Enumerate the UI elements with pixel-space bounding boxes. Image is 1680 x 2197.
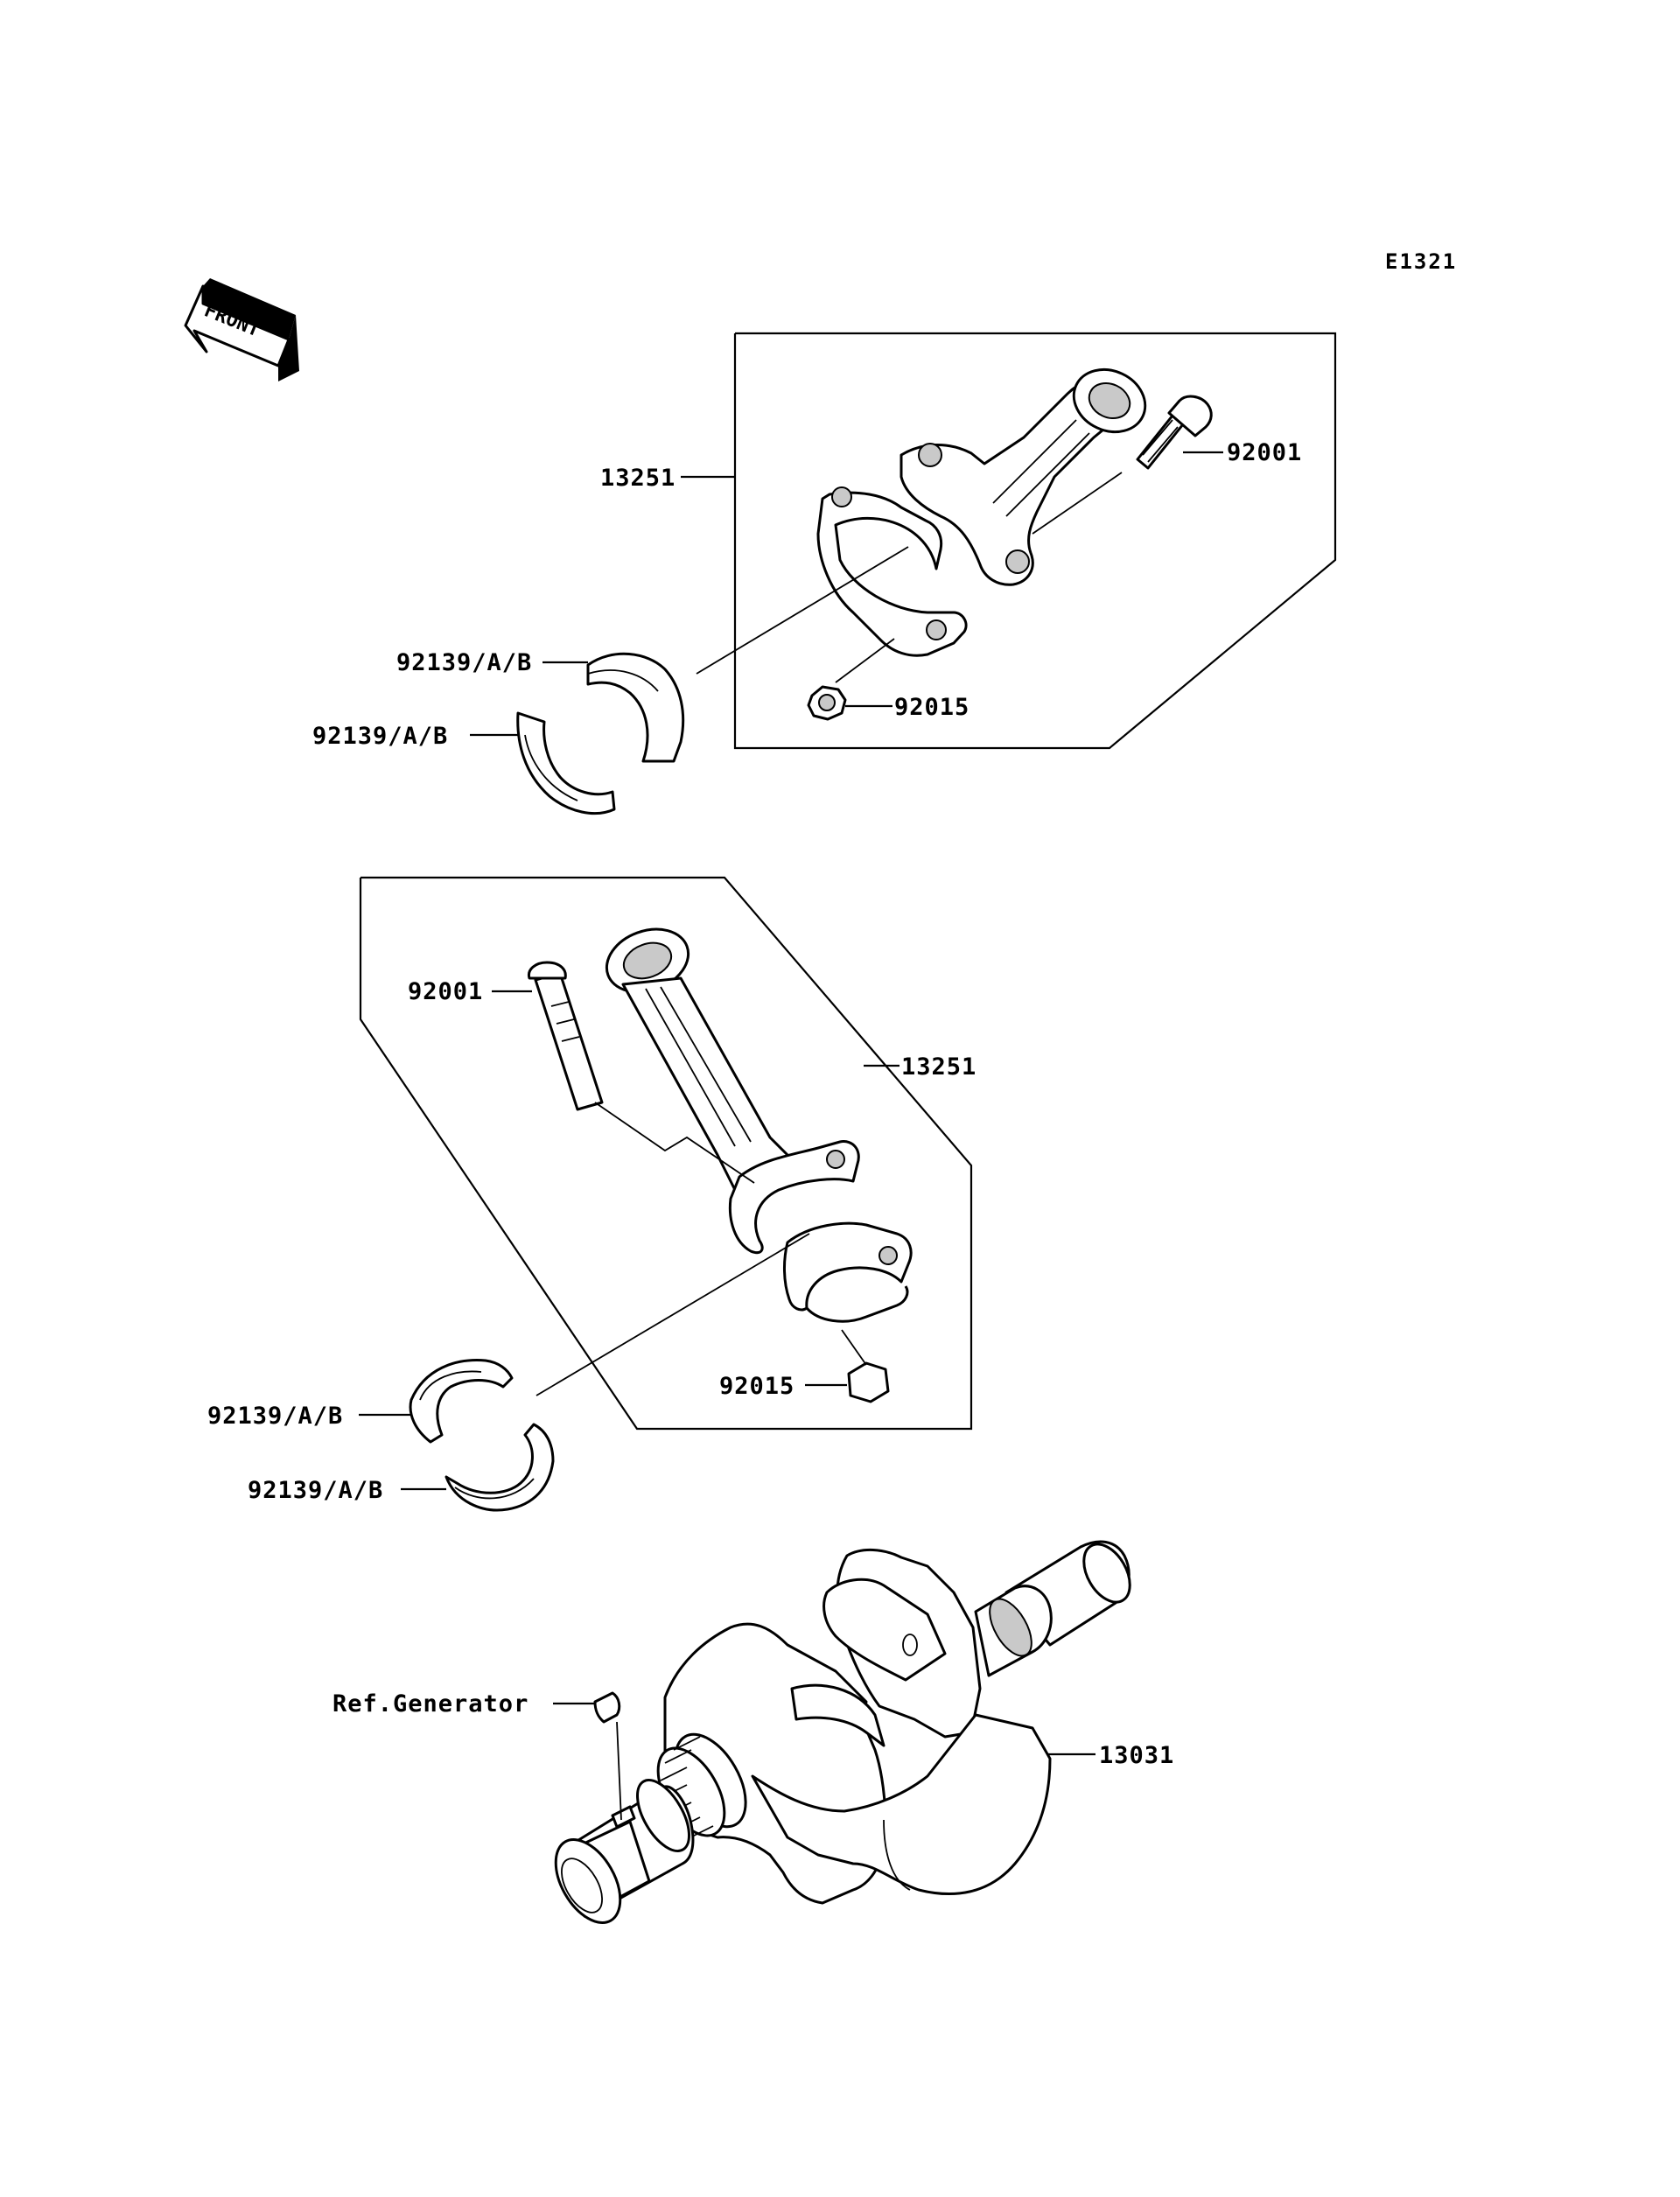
- callout-conrod-upper: 13251: [600, 465, 676, 492]
- callout-bolt-upper: 92001: [1227, 439, 1302, 466]
- callout-ref-generator: Ref.Generator: [332, 1690, 528, 1718]
- callout-bolt-lower: 92001: [408, 978, 483, 1005]
- upper-conrod-group: [681, 332, 1337, 750]
- bearing-lower-1-icon: [409, 1359, 514, 1444]
- callout-bearing-lower-2: 92139/A/B: [248, 1477, 383, 1504]
- lower-conrod-group: [359, 876, 973, 1431]
- nut-lower-icon: [847, 1361, 890, 1403]
- bearing-upper-2-icon: [516, 711, 616, 815]
- callout-conrod-lower: 13251: [901, 1053, 976, 1081]
- callout-bearing-lower-1: 92139/A/B: [207, 1403, 343, 1430]
- bolt-lower-icon: [527, 961, 604, 1111]
- callout-crankshaft: 13031: [1099, 1742, 1174, 1769]
- crankshaft-icon: [554, 1540, 1131, 1924]
- diagram-code: E1321: [1385, 249, 1457, 274]
- callout-bearing-upper-1: 92139/A/B: [396, 649, 532, 676]
- front-arrow-icon: FRONT: [184, 278, 299, 381]
- bearing-lower-2-icon: [444, 1423, 555, 1512]
- nut-upper-icon: [807, 685, 847, 721]
- woodruff-key-icon: [593, 1691, 621, 1724]
- bolt-upper-icon: [1136, 395, 1213, 470]
- callout-nut-upper: 92015: [894, 694, 970, 721]
- bearing-upper-1-icon: [586, 652, 685, 763]
- callout-nut-lower: 92015: [719, 1373, 794, 1400]
- callout-bearing-upper-2: 92139/A/B: [312, 723, 448, 750]
